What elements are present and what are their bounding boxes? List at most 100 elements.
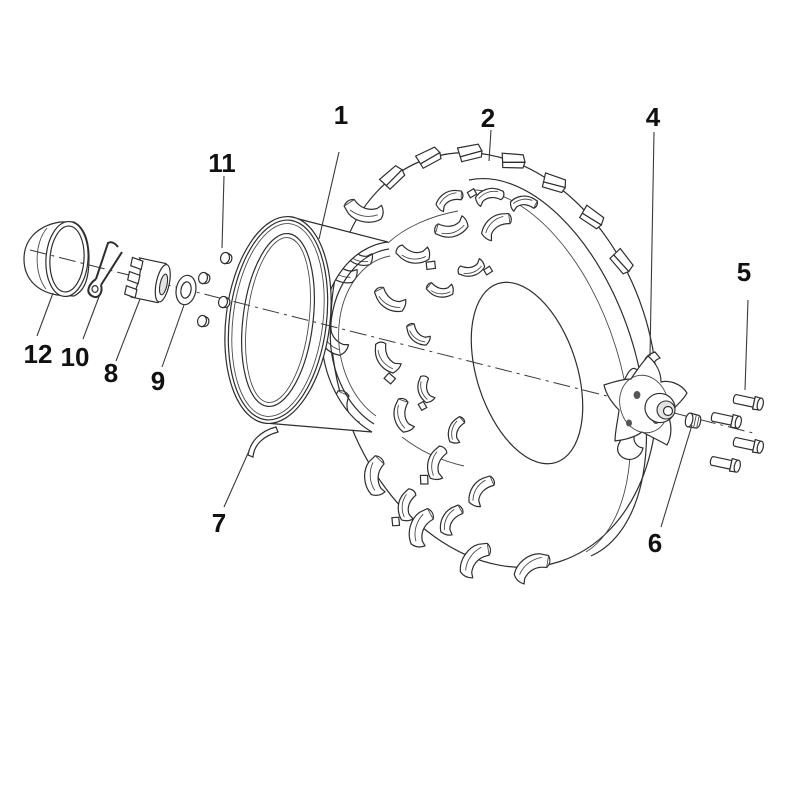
tread-block [607,246,636,277]
tread-knob [433,213,470,240]
cotter-pin-leg [95,241,119,280]
rim-bolt [195,313,211,329]
wheel-studs-drawing [708,391,766,474]
cotter-pin-leg2 [100,251,123,286]
tread-knob [424,274,457,304]
tread-knob [340,187,388,232]
part-number-label: 12 [24,339,53,369]
callout-4: 4 [646,102,661,357]
tire-sidewall-edge-line [468,177,648,557]
tread-knob [357,453,396,500]
part-number-label: 6 [648,528,662,558]
part-number-label: 1 [334,100,348,130]
rim-bead-seat-line [329,248,390,425]
tread-knob [441,414,473,448]
leader-line [660,424,693,528]
leader-line [115,298,141,362]
rim-strip-part7 [247,426,279,458]
part-number-label: 7 [212,508,226,538]
part-number-label: 11 [208,148,236,178]
callout-5: 5 [737,257,751,391]
rim-bolt [196,270,212,286]
spacer-drawing [684,412,702,429]
hub-flange [603,355,688,446]
rim-drawing [224,215,391,433]
tread-block [414,145,444,170]
tread-knob [476,210,517,244]
spacer-shading [693,415,700,428]
wheel-stud [708,453,743,474]
washer-drawing [175,274,197,306]
hub-drawing [603,351,688,460]
leader-line [36,292,54,337]
wheel-stud [731,434,766,455]
dust-cap-opening-inner [49,225,85,293]
castle-nut-slot-tab [130,256,144,271]
leader-line [744,299,749,391]
wheel-stud [709,409,744,430]
tread-knob [415,375,438,412]
dust-cap-drawing [23,220,90,298]
dust-cap-inner-wall [36,227,48,290]
leader-line [649,131,655,357]
castle-nut-slot-tab3 [123,284,138,299]
part-number-label: 2 [481,103,495,133]
tire-drawing [313,143,658,587]
part-number-label: 5 [737,257,751,287]
tread-knob [393,234,444,276]
rim-bead-seat-line2 [338,255,391,417]
tread-knob [371,278,411,320]
washer-outer [175,274,197,306]
castle-nut-drawing [123,256,171,304]
tread-knob [452,538,500,583]
tread-block [377,163,408,192]
callout-1: 1 [318,100,348,240]
part-number-label: 4 [646,102,661,132]
tire-bead-hole [470,281,584,465]
leader-line [488,129,492,162]
hub-bore [662,405,674,417]
wheel-stud [731,391,766,412]
castle-nut-bore [158,273,169,296]
callout-12: 12 [24,292,54,369]
tread-knob [457,257,494,278]
callout-11: 11 [208,148,236,249]
tire-sidewall-edge-inner-line [472,189,631,553]
tread-knob [413,443,458,493]
leader-line [223,450,250,508]
castle-nut-slot-tab2 [126,270,141,285]
tread-block [456,143,484,163]
callout-9: 9 [151,304,185,396]
cotter-pin-loop-inner [91,285,99,294]
tread-block [539,170,569,197]
leader-line [318,151,340,240]
callout-6: 6 [648,424,693,558]
tread-knob [390,396,419,435]
callout-10: 10 [61,293,101,372]
spacer-face [684,412,694,428]
callout-2: 2 [481,103,495,162]
leader-line [161,304,185,368]
tread-knob [433,188,466,214]
tread-knob [510,550,555,587]
leader-line [82,293,101,340]
hub-stud-hole3 [626,419,632,427]
rim-dish-ring2 [245,237,311,403]
callout-8: 8 [104,298,141,388]
part-number-label: 9 [151,366,165,396]
tread-knob [432,502,472,540]
tread-block [499,150,527,172]
rim-dish-ring [241,232,315,408]
tread-knob [372,337,406,387]
tire-tread-knobs [313,143,636,587]
washer-inner [180,281,192,299]
rim-bolt [218,250,234,266]
part-number-label: 10 [61,342,90,372]
cotter-pin-loop [87,278,103,298]
tread-knob [461,472,503,512]
tire-shoulder-top-line [387,210,459,244]
hub-stud-hole [633,391,641,399]
rim-lip-ring2 [231,223,325,417]
leader-line [221,175,225,249]
callouts: 1 2 4 5 6 7 8 9 [24,100,752,558]
